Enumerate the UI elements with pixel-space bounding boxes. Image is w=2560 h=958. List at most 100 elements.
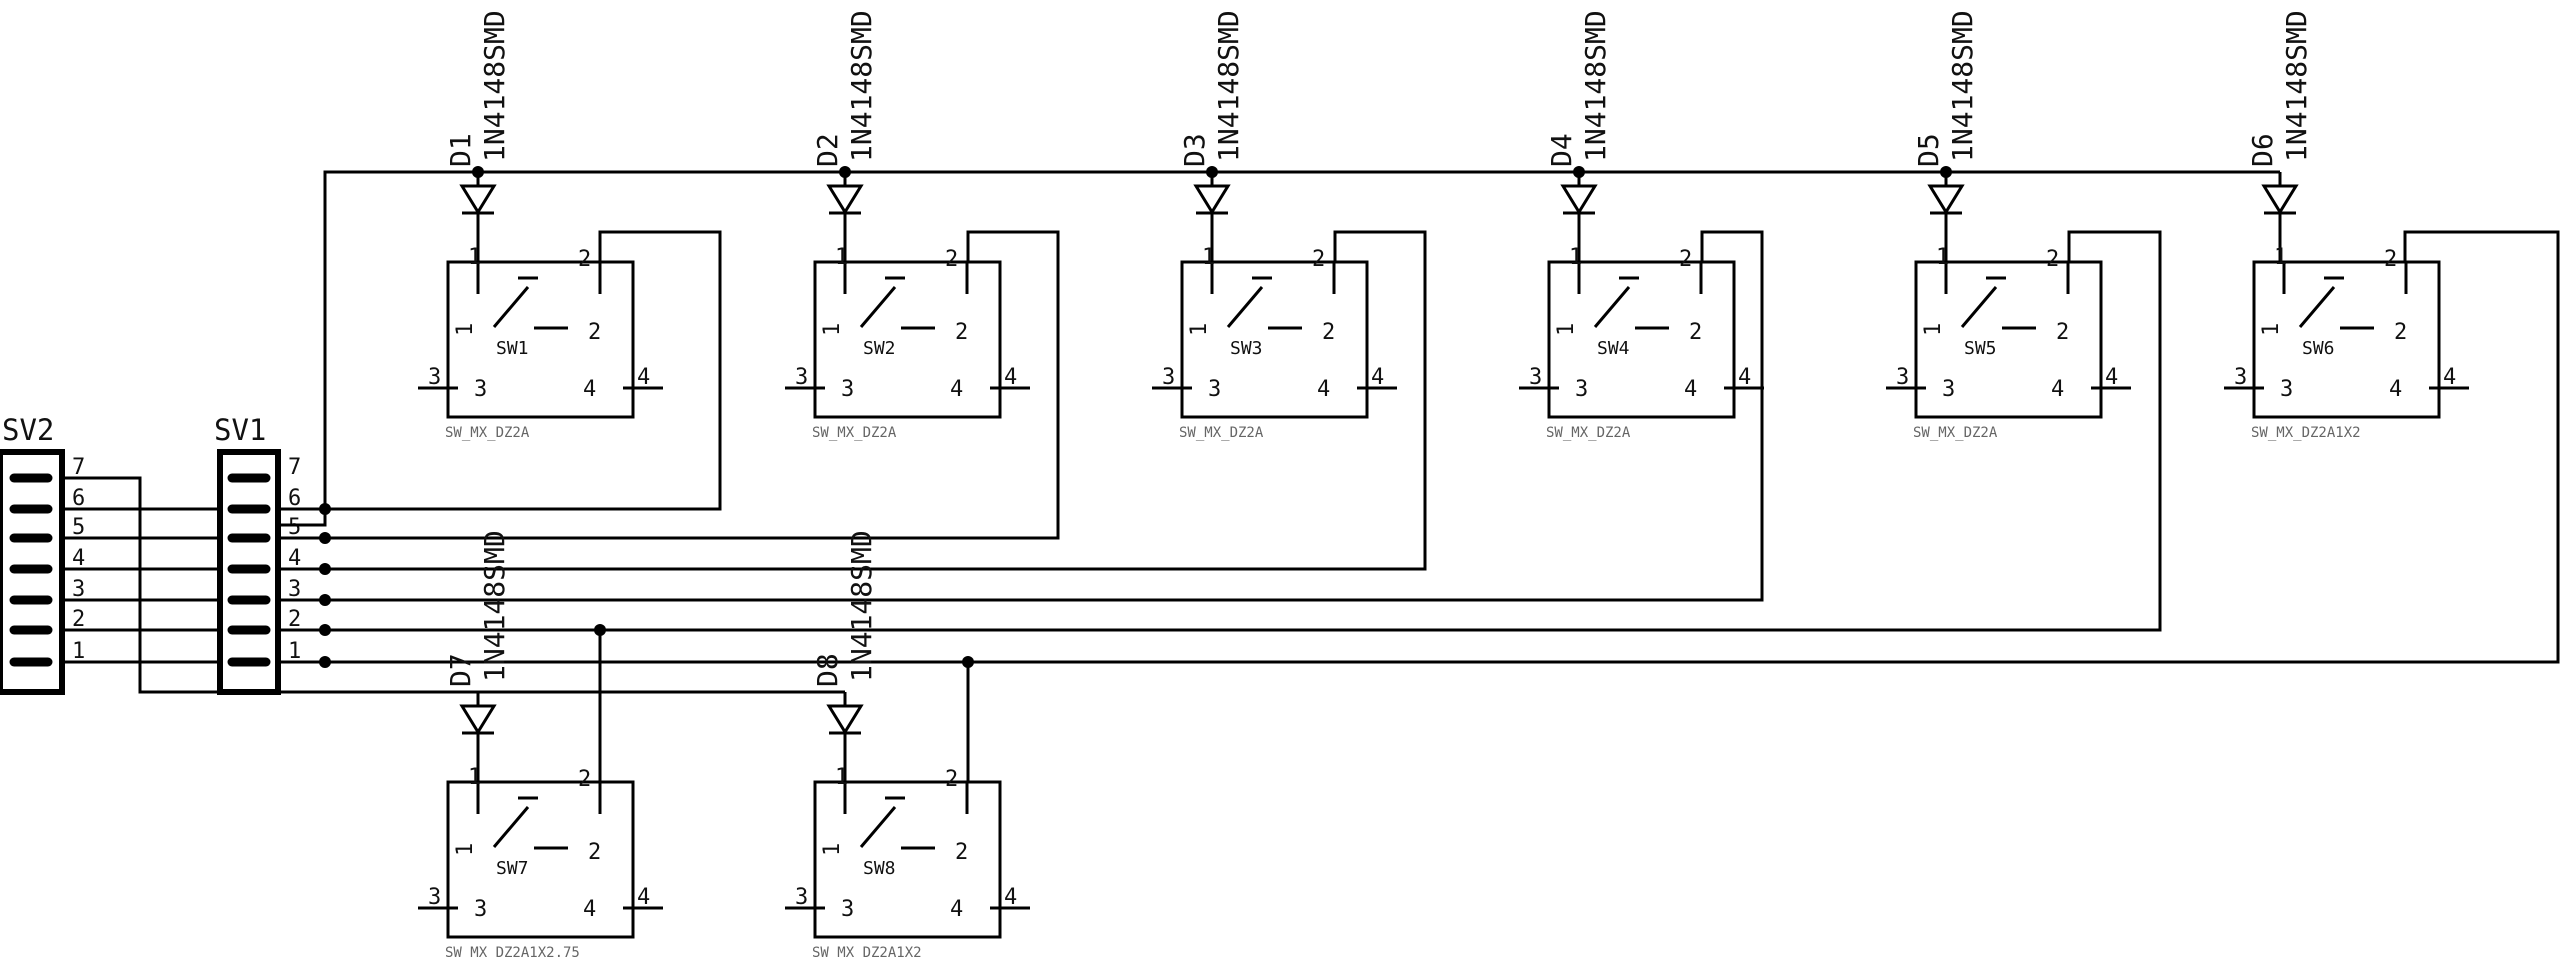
switch-pin-2: 2	[578, 247, 591, 272]
switch-pin-2: 2	[945, 247, 958, 272]
diode-symbol	[1560, 184, 1598, 215]
switch-package: SW_MX_DZ2A1X2	[812, 945, 922, 958]
diode-ref: D1	[444, 133, 477, 167]
switch-ref: SW3	[1230, 338, 1263, 359]
switch-package: SW_MX_DZ2A1X2.75	[445, 945, 580, 958]
connector-pin-number: 7	[72, 455, 85, 480]
switch-body	[2252, 260, 2441, 419]
switch-pin-3: 3	[474, 377, 487, 402]
diode-value: 1N4148SMD	[2280, 10, 2313, 162]
switch-pin-1: 1	[468, 765, 481, 790]
switch-package: SW_MX_DZ2A	[1179, 425, 1264, 441]
switch-body	[446, 780, 635, 939]
switch-pin-4: 4	[2389, 377, 2402, 402]
switch-pin-3: 3	[1942, 377, 1955, 402]
diode-value: 1N4148SMD	[478, 10, 511, 162]
connector-pin-number: 2	[288, 607, 301, 632]
switch-pin-2-inner: 2	[588, 840, 601, 865]
switch-pin-2-inner: 2	[955, 320, 968, 345]
switch-pin-2-inner: 2	[1689, 320, 1702, 345]
switch-pin-1: 1	[1936, 245, 1949, 270]
diode-ref: D6	[2246, 133, 2279, 167]
switch-pin-3-outer: 3	[1896, 365, 1909, 390]
connector-pin-number: 4	[288, 546, 301, 571]
switch-pin-1-inner: 1	[453, 323, 478, 336]
switch-pin-2: 2	[945, 767, 958, 792]
switch-pin-2: 2	[1679, 247, 1692, 272]
switch-pin-1-inner: 1	[820, 323, 845, 336]
diode-ref: D4	[1545, 133, 1578, 167]
net-wire	[325, 230, 2560, 664]
diode-symbol	[826, 184, 864, 215]
switch-ref: SW5	[1964, 338, 1997, 359]
connector-pin-number: 6	[288, 486, 301, 511]
net-wire	[325, 230, 1060, 540]
switch-pin-3: 3	[841, 377, 854, 402]
net-wire	[325, 230, 722, 511]
switch-pin-4-outer: 4	[637, 365, 650, 390]
junction-dot	[319, 624, 331, 636]
connector-pin-number: 4	[72, 546, 85, 571]
switch-body	[1180, 260, 1369, 419]
switch-pin-4: 4	[583, 897, 596, 922]
switch-pin-4-outer: 4	[1004, 885, 1017, 910]
diode-value: 1N4148SMD	[1946, 10, 1979, 162]
switch-pin-4-outer: 4	[637, 885, 650, 910]
switch-pin-2-inner: 2	[588, 320, 601, 345]
diode-value: 1N4148SMD	[1579, 10, 1612, 162]
switch-pin-3: 3	[841, 897, 854, 922]
connector-pin-number: 5	[288, 515, 301, 540]
switch-pin-4: 4	[583, 377, 596, 402]
switch-body	[446, 260, 635, 419]
switch-pin-1-inner: 1	[820, 843, 845, 856]
net-wires	[62, 170, 2560, 782]
connector-pin-number: 1	[288, 639, 301, 664]
switch-body	[1914, 260, 2103, 419]
connector-pin-number: 1	[72, 639, 85, 664]
switch-pin-1-inner: 1	[453, 843, 478, 856]
switch-package: SW_MX_DZ2A	[1546, 425, 1631, 441]
diode-value: 1N4148SMD	[845, 10, 878, 162]
switch-pin-1-inner: 1	[1921, 323, 1946, 336]
junction-dot	[319, 563, 331, 575]
diode-symbol	[1193, 184, 1231, 215]
connector-ref: SV1	[214, 413, 266, 447]
switch-pin-1-inner: 1	[2259, 323, 2284, 336]
switch-pin-4-outer: 4	[1371, 365, 1384, 390]
net-wire	[325, 230, 2162, 632]
switch-package: SW_MX_DZ2A	[812, 425, 897, 441]
switch-ref: SW7	[496, 858, 529, 879]
switch-pin-2: 2	[2046, 247, 2059, 272]
diode-value: 1N4148SMD	[478, 530, 511, 682]
switch-pin-1-inner: 1	[1554, 323, 1579, 336]
switch-pin-3: 3	[1575, 377, 1588, 402]
net-wire	[325, 230, 1764, 602]
net-wire	[278, 170, 2280, 527]
switch-pin-2: 2	[2384, 247, 2397, 272]
switch-pin-4: 4	[1684, 377, 1697, 402]
switch-pin-3-outer: 3	[1162, 365, 1175, 390]
switch-pin-4-outer: 4	[2443, 365, 2456, 390]
connector-sv1: SV1	[214, 413, 281, 695]
switch-pin-1-inner: 1	[1187, 323, 1212, 336]
switch-pin-1: 1	[835, 765, 848, 790]
switch-pin-3-outer: 3	[428, 365, 441, 390]
switch-pin-3: 3	[1208, 377, 1221, 402]
switch-pin-3-outer: 3	[795, 885, 808, 910]
switch-ref: SW4	[1597, 338, 1630, 359]
diode-symbol	[1927, 184, 1965, 215]
switch-pin-2-inner: 2	[2056, 320, 2069, 345]
